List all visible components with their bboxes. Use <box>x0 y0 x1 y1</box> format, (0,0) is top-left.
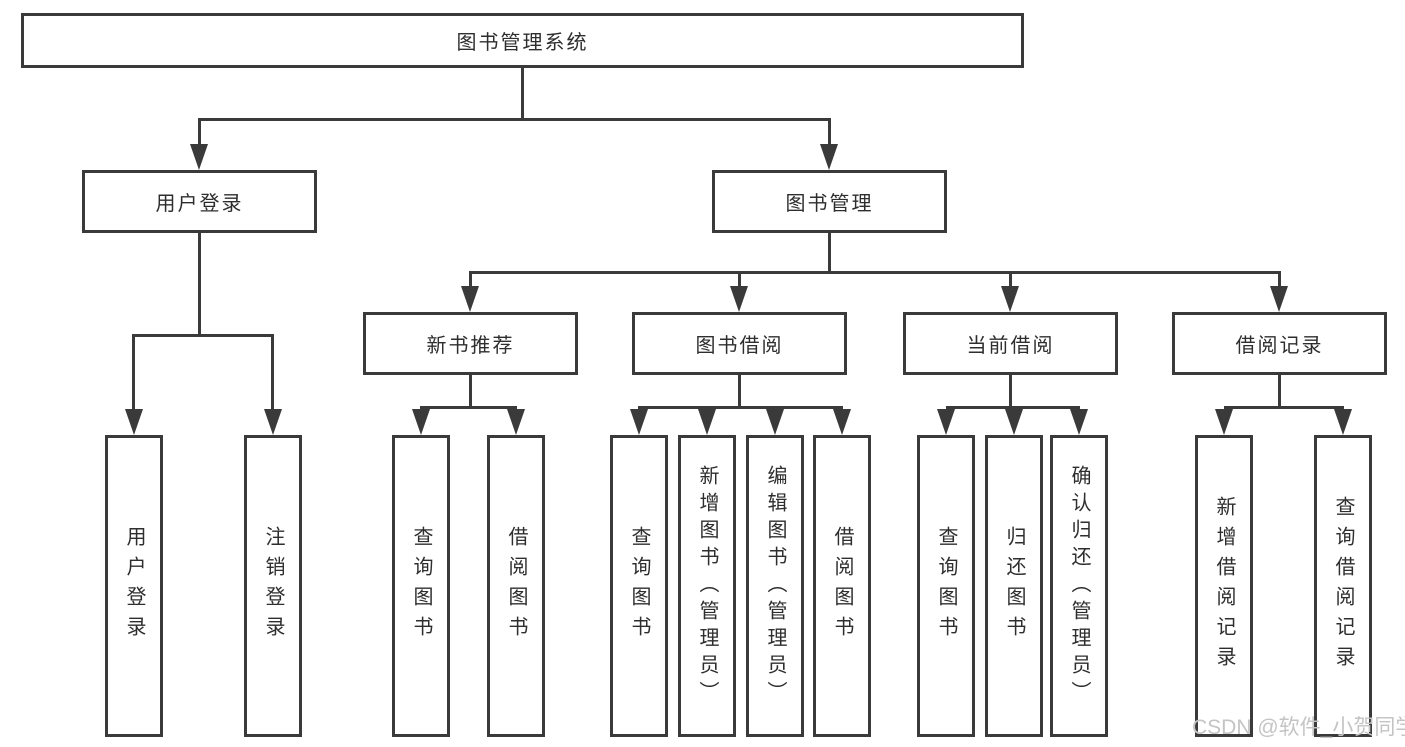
connector-line <box>132 337 135 411</box>
connector-line <box>828 121 831 148</box>
connector-line <box>1278 274 1281 290</box>
arrowhead-down-icon <box>630 409 648 435</box>
connector-line <box>1009 274 1012 290</box>
leaf-borrow-books-recommend: 借阅图书 <box>487 435 545 737</box>
connector-line <box>738 274 741 290</box>
arrowhead-down-icon <box>1215 409 1233 435</box>
arrowhead-down-icon <box>461 286 479 312</box>
arrowhead-down-icon <box>412 409 430 435</box>
arrowhead-down-icon <box>1005 409 1023 435</box>
connector-line <box>1009 375 1012 409</box>
arrowhead-down-icon <box>507 409 525 435</box>
leaf-logout: 注销登录 <box>244 435 302 737</box>
arrowhead-down-icon <box>190 144 208 170</box>
connector-line <box>198 121 201 148</box>
connector-line <box>469 375 472 409</box>
arrowhead-down-icon <box>730 286 748 312</box>
connector-line <box>420 406 517 409</box>
arrowhead-down-icon <box>937 409 955 435</box>
arrowhead-down-icon <box>1001 286 1019 312</box>
connector-line <box>638 406 843 409</box>
leaf-add-book-admin: 新增图书（管理员） <box>678 435 736 737</box>
connector-line <box>198 118 831 121</box>
node-book-borrow: 图书借阅 <box>632 312 847 375</box>
leaf-query-books-current: 查询图书 <box>917 435 975 737</box>
connector-line <box>271 337 274 411</box>
node-book-management: 图书管理 <box>712 170 947 233</box>
node-new-book-recommend: 新书推荐 <box>363 312 578 375</box>
connector-line <box>521 68 524 121</box>
arrowhead-down-icon <box>125 409 143 435</box>
leaf-query-borrow-record: 查询借阅记录 <box>1314 435 1372 737</box>
leaf-query-books-recommend: 查询图书 <box>392 435 450 737</box>
connector-line <box>132 334 274 337</box>
leaf-edit-book-admin: 编辑图书（管理员） <box>746 435 804 737</box>
leaf-query-books-borrow: 查询图书 <box>610 435 668 737</box>
node-borrow-records: 借阅记录 <box>1172 312 1387 375</box>
leaf-borrow-books: 借阅图书 <box>813 435 871 737</box>
arrowhead-down-icon <box>698 409 716 435</box>
leaf-confirm-return-admin: 确认归还（管理员） <box>1050 435 1108 737</box>
node-current-borrow: 当前借阅 <box>903 312 1118 375</box>
connector-line <box>469 274 472 290</box>
connector-line <box>198 233 201 337</box>
connector-line <box>1224 406 1344 409</box>
arrowhead-down-icon <box>1270 286 1288 312</box>
node-user-login: 用户登录 <box>82 170 317 233</box>
connector-line <box>738 375 741 409</box>
watermark: CSDN @软件_小贺同学 <box>1192 716 1405 739</box>
connector-line <box>946 406 1080 409</box>
connector-line <box>469 271 1281 274</box>
leaf-return-book: 归还图书 <box>985 435 1043 737</box>
arrowhead-down-icon <box>264 409 282 435</box>
arrowhead-down-icon <box>1334 409 1352 435</box>
arrowhead-down-icon <box>833 409 851 435</box>
node-root: 图书管理系统 <box>21 13 1024 68</box>
arrowhead-down-icon <box>820 144 838 170</box>
connector-line <box>828 233 831 274</box>
leaf-add-borrow-record: 新增借阅记录 <box>1195 435 1253 737</box>
connector-line <box>1278 375 1281 409</box>
leaf-user-login: 用户登录 <box>105 435 163 737</box>
arrowhead-down-icon <box>1070 409 1088 435</box>
arrowhead-down-icon <box>766 409 784 435</box>
